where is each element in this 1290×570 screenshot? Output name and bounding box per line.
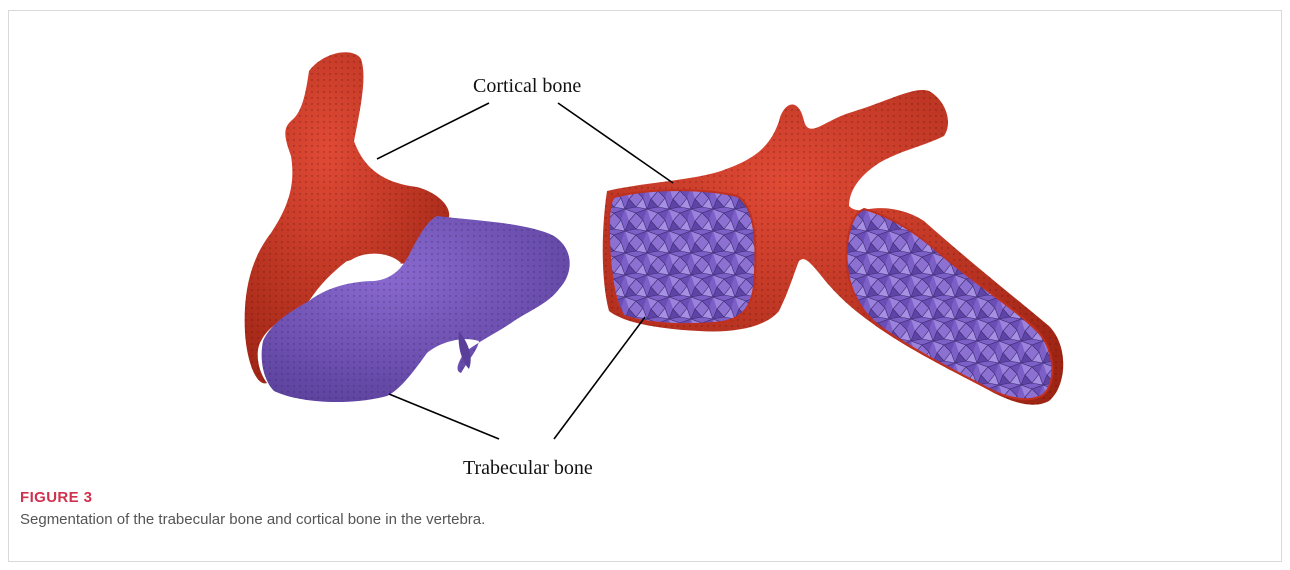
left-vertebra bbox=[245, 52, 570, 402]
trabecular-leader-left bbox=[389, 394, 499, 439]
figure-caption-label: FIGURE 3 bbox=[20, 489, 92, 506]
trabecular-bone-label: Trabecular bone bbox=[463, 457, 593, 480]
cortical-leader-left bbox=[377, 103, 489, 159]
figure-panel: Cortical bone Trabecular bone FIGURE 3 S… bbox=[8, 10, 1282, 562]
cortical-bone-label: Cortical bone bbox=[473, 75, 581, 98]
cortical-leader-right bbox=[558, 103, 673, 183]
figure-caption-text: Segmentation of the trabecular bone and … bbox=[20, 511, 485, 528]
trabecular-leader-right bbox=[554, 317, 645, 439]
right-vertebra bbox=[603, 90, 1064, 405]
vertebra-illustration bbox=[9, 11, 1283, 563]
